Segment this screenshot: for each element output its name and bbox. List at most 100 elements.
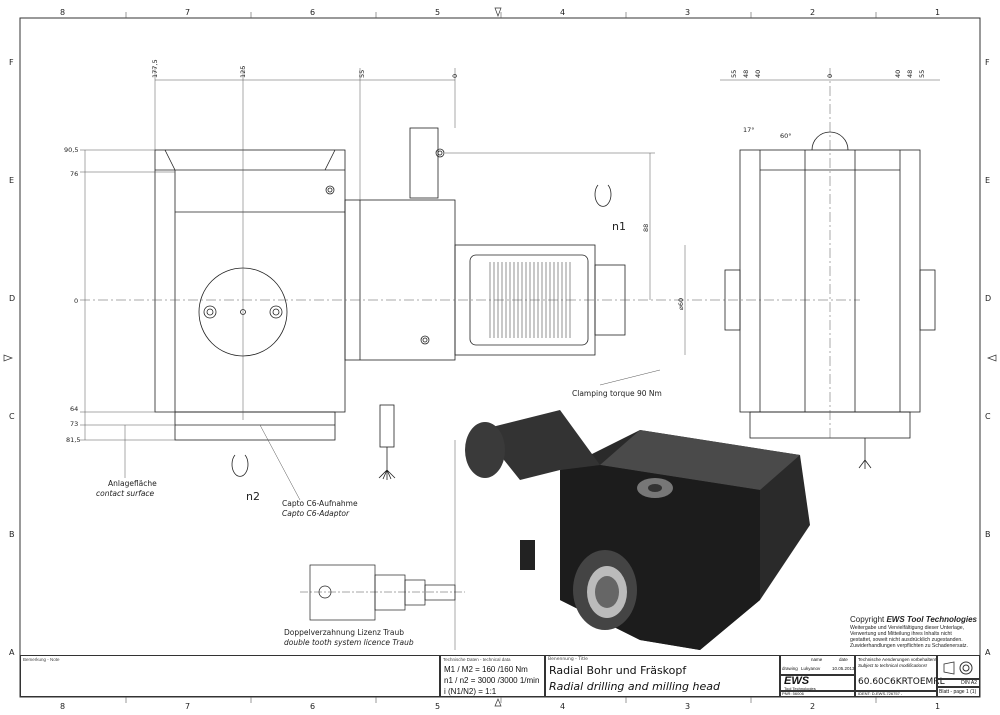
logo-subtext: Tool Technologies	[784, 686, 816, 691]
side-dim: 40	[894, 70, 902, 78]
row-label: E	[9, 176, 14, 185]
column-label: 3	[685, 8, 690, 17]
dim-0-left: 0	[74, 297, 78, 305]
side-dim: 55	[730, 70, 738, 78]
label-clamping-torque: Clamping torque 90 Nm	[572, 389, 662, 398]
label-traub-de: Doppelverzahnung Lizenz Traub	[284, 628, 404, 637]
row-label: D	[985, 294, 991, 303]
drawn-by: Lukyanov	[801, 666, 821, 671]
column-label: 8	[60, 8, 65, 17]
column-label: 8	[60, 702, 65, 711]
dim-55: 55	[358, 70, 366, 78]
side-dim: 48	[742, 70, 750, 78]
side-dim: 48	[906, 70, 914, 78]
column-label: 2	[810, 8, 815, 17]
label-contact-de: Anlagefläche	[108, 479, 157, 488]
label-n1: n1	[612, 220, 626, 233]
dim-64: 64	[70, 405, 78, 413]
side-dim: 40	[754, 70, 762, 78]
label-capto-en: Capto C6-Adaptor	[282, 509, 350, 518]
drawing-label: drawing	[782, 666, 798, 671]
copyright-line: gestattet, soweit nicht ausdrücklich zug…	[850, 637, 963, 643]
dim-88: 88	[642, 224, 650, 232]
row-label: F	[9, 58, 14, 67]
label-capto-de: Capto C6-Aufnahme	[282, 499, 358, 508]
pnr: PNR: 56006	[782, 691, 804, 696]
label-contact-en: contact surface	[96, 489, 155, 498]
sheet-number: Blatt - page 1 (1)	[937, 687, 980, 697]
angle-17: 17°	[743, 126, 755, 134]
tech-speed: n1 / n2 = 3000 /3000 1/min	[444, 676, 540, 685]
dim-90-5: 90,5	[64, 146, 78, 154]
column-label: 1	[935, 702, 940, 711]
logo-text: EWS	[784, 675, 810, 687]
row-label: C	[985, 412, 991, 421]
changes-german: Technische Aenderungen vorbehalten!	[858, 657, 937, 662]
drawing-frame	[19, 17, 981, 698]
tech-data-label: Technische Daten - technical data	[443, 657, 511, 662]
tech-ratio: i (N1/N2) = 1:1	[444, 687, 497, 696]
column-label: 6	[310, 702, 315, 711]
side-dim: 0	[826, 74, 834, 78]
ident-cell: IDENT: D-EWS-726757 -	[855, 691, 937, 697]
copyright-line: Verwertung und Mitteilung ihres Inhalts …	[850, 631, 952, 637]
column-label: 2	[810, 702, 815, 711]
row-label: B	[985, 530, 991, 539]
ews-logo: EWS Tool Technologies	[780, 675, 855, 691]
isometric-render	[465, 410, 810, 650]
dim-177-5: 177,5	[151, 59, 159, 78]
projection-icon	[943, 661, 973, 675]
title-label: Benennung - Title	[548, 657, 588, 662]
column-label: 4	[560, 702, 565, 711]
front-view	[154, 127, 626, 480]
column-label: 4	[560, 8, 565, 17]
dim-0: 0	[451, 74, 459, 78]
part-number: 60.60C6KRTOEMRL	[858, 677, 945, 687]
copyright-line: Zuwiderhandlungen verpflichten zu Schade…	[850, 643, 968, 649]
copyright-line: Weitergabe und Vervielfältigung dieser U…	[850, 625, 965, 631]
ident: IDENT: D-EWS-726757 -	[858, 691, 903, 696]
side-dim: 55	[918, 70, 926, 78]
traub-detail-view	[300, 564, 465, 621]
drawing-date: 10.05.2013	[832, 666, 855, 671]
column-label: 7	[185, 8, 190, 17]
note-cell: Bemerkung - Note	[20, 655, 440, 697]
dim-76: 76	[70, 170, 78, 178]
copyright-prefix: Copyright	[850, 615, 887, 624]
row-label: A	[985, 648, 991, 657]
paper-format: DIN A2	[937, 679, 980, 687]
name-header: name	[811, 657, 823, 662]
row-label: B	[9, 530, 15, 539]
side-view	[720, 68, 940, 469]
label-n2: n2	[246, 490, 260, 503]
column-label: 5	[435, 702, 440, 711]
changes-english: Subject to technical modifications!	[858, 663, 928, 668]
label-traub-en: double tooth system licence Traub	[284, 638, 414, 647]
row-label: D	[9, 294, 15, 303]
tech-torque: M1 / M2 = 160 /160 Nm	[444, 665, 528, 674]
pnr-cell: PNR: 56006	[780, 691, 855, 697]
title-english: Radial drilling and milling head	[549, 680, 720, 693]
note-label: Bemerkung - Note	[23, 657, 60, 662]
copyright-notice: Copyright EWS Tool Technologies Weiterga…	[850, 615, 977, 649]
dim-diameter-60: ⌀60	[677, 298, 685, 310]
row-label: C	[9, 412, 15, 421]
projection-symbol	[937, 655, 980, 679]
dimension-lines	[80, 68, 860, 650]
title-german: Radial Bohr und Fräskopf	[549, 664, 687, 677]
part-cell: Technische Aenderungen vorbehalten! Subj…	[855, 655, 945, 691]
tech-data-cell: Technische Daten - technical data M1 / M…	[440, 655, 545, 697]
dim-73: 73	[70, 420, 78, 428]
angle-60: 60°	[780, 132, 792, 140]
copyright-brand: EWS Tool Technologies	[886, 615, 977, 624]
column-label: 1	[935, 8, 940, 17]
dim-125: 125	[239, 66, 247, 78]
centering-arrows	[3, 7, 997, 707]
column-label: 5	[435, 8, 440, 17]
row-label: A	[9, 648, 15, 657]
row-label: E	[985, 176, 990, 185]
drawn-cell: name date drawing Lukyanov 10.05.2013	[780, 655, 855, 675]
column-label: 3	[685, 702, 690, 711]
column-label: 6	[310, 8, 315, 17]
